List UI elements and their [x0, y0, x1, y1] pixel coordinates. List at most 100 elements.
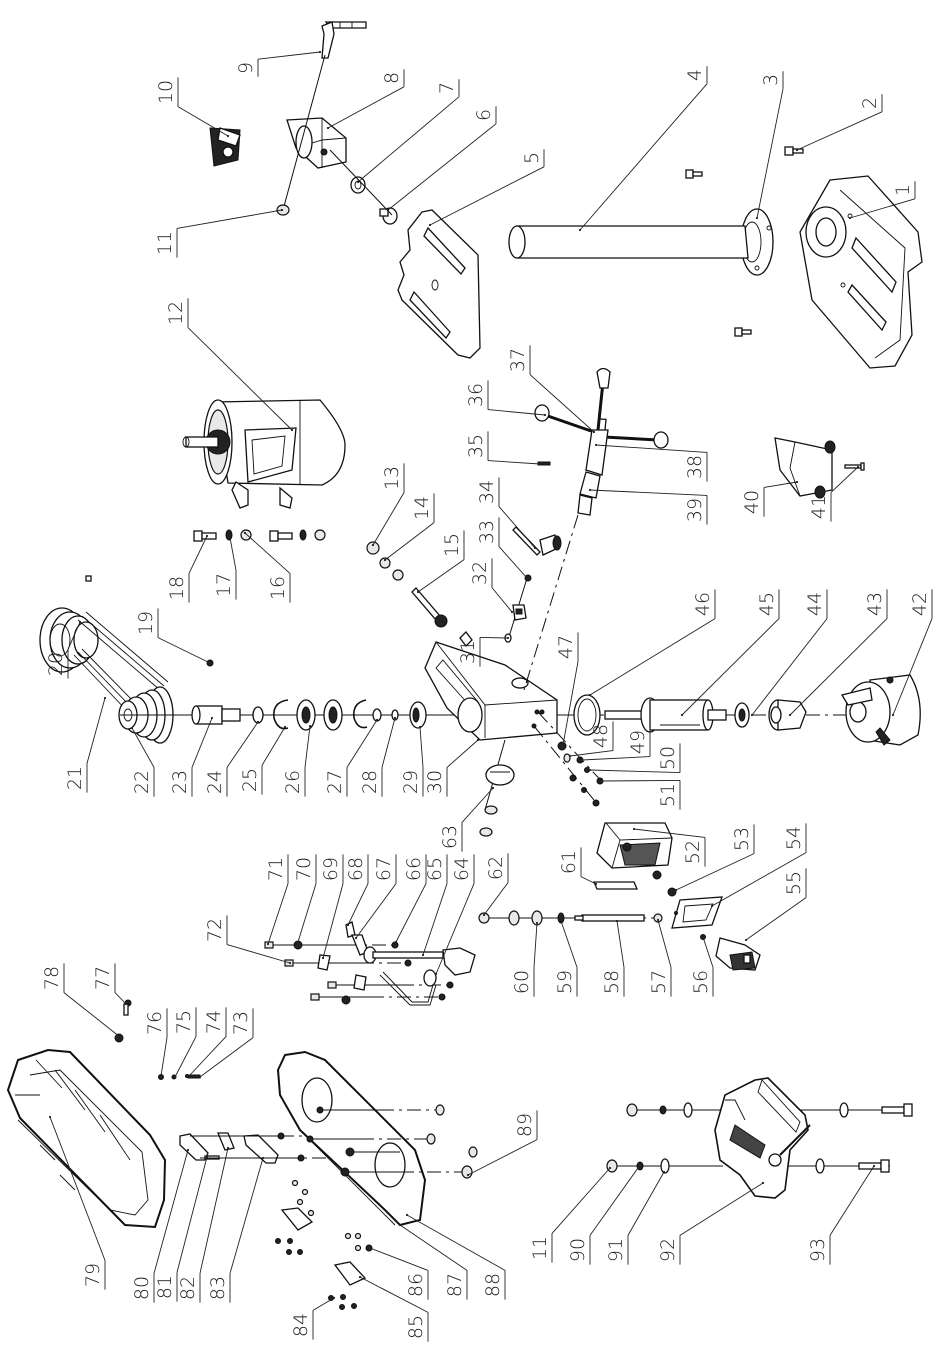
callout-number: 34: [476, 480, 498, 504]
callout-leader-line: [262, 727, 285, 765]
callout-anchor-dot: [789, 714, 791, 716]
part-4-column: [509, 226, 748, 258]
callout-leader-line: [313, 1298, 334, 1310]
part-32-block: [513, 605, 526, 620]
callout-anchor-dot: [174, 1076, 176, 1078]
callout-leader-line: [382, 718, 395, 767]
part-77-screw: [124, 1000, 131, 1015]
callout-3: 3: [756, 71, 783, 219]
callout-anchor-dot: [79, 621, 81, 623]
callout-number: 49: [627, 730, 649, 754]
callout-anchor-dot: [589, 694, 591, 696]
bolt-vise-top: [882, 1104, 912, 1116]
part-55-switch: [716, 938, 760, 970]
callout-11: 11: [154, 209, 283, 258]
part-29-bearing: [410, 702, 426, 728]
callout-number: 29: [400, 770, 422, 794]
part-85-plate-upper: [282, 1208, 312, 1230]
callout-2: 2: [796, 94, 882, 151]
callout-anchor-dot: [188, 1075, 190, 1077]
callout-61: 61: [558, 847, 597, 885]
callout-leader-line: [492, 588, 512, 612]
callout-anchor-dot: [595, 883, 597, 885]
callout-anchor-dot: [227, 135, 229, 137]
callout-40: 40: [741, 481, 798, 517]
callout-anchor-dot: [569, 755, 571, 757]
callout-number: 58: [601, 970, 623, 994]
callout-number: 55: [783, 871, 805, 895]
part-40-depth-stop: [775, 438, 835, 498]
callout-70: 70: [293, 854, 316, 943]
callout-anchor-dot: [206, 1156, 208, 1158]
callout-anchor-dot: [663, 1171, 665, 1173]
callout-leader-line: [499, 507, 535, 548]
callout-number: 1: [892, 184, 914, 196]
part-24-o-ring: [253, 707, 263, 723]
callout-anchor-dot: [581, 759, 583, 761]
part-80-hinge: [180, 1134, 208, 1160]
callout-anchor-dot: [849, 217, 851, 219]
callout-anchor-dot: [637, 1167, 639, 1169]
callout-number: 70: [293, 857, 315, 881]
callout-number: 45: [756, 592, 778, 616]
callout-number: 87: [444, 1273, 466, 1297]
part-85-plate-lower: [335, 1262, 365, 1285]
callout-number: 53: [731, 827, 753, 851]
callout-number: 78: [41, 966, 63, 990]
callout-68: 68: [345, 854, 368, 926]
callout-leader-line: [407, 1215, 505, 1270]
callout-number: 60: [511, 970, 533, 994]
callout-anchor-dot: [589, 489, 591, 491]
washer-vise-top-2: [684, 1103, 692, 1117]
callout-leader-line: [396, 884, 426, 942]
callout-leader-line: [468, 1140, 537, 1175]
callout-number: 31: [457, 640, 479, 664]
part-64-72-cable-assembly: [265, 922, 475, 1005]
callout-anchor-dot: [257, 721, 259, 723]
part-58-shaft: [575, 915, 644, 921]
callout-anchor-dot: [562, 744, 564, 746]
callout-anchor-dot: [369, 1247, 371, 1249]
callout-leader-line: [115, 993, 126, 1004]
callout-leader-line: [305, 726, 310, 767]
screw-52: [653, 871, 661, 879]
callout-anchor-dot: [633, 828, 635, 830]
callout-anchor-dot: [395, 941, 397, 943]
callout-leader-line: [590, 619, 715, 695]
callout-number: 63: [439, 825, 461, 849]
callout-leader-line: [484, 883, 508, 915]
callout-number: 61: [558, 850, 580, 874]
part-92-vise: [715, 1078, 810, 1198]
callout-number: 17: [213, 573, 235, 597]
callout-anchor-dot: [429, 224, 431, 226]
callout-number: 81: [154, 1275, 176, 1299]
callout-leader-line: [356, 884, 396, 938]
callout-leader-line: [192, 718, 212, 767]
callout-anchor-dot: [387, 209, 389, 211]
callout-leader-line: [87, 698, 105, 763]
callout-number: 38: [684, 455, 706, 479]
callout-number: 86: [405, 1273, 427, 1297]
callout-leader-line: [830, 1166, 874, 1235]
callout-anchor-dot: [355, 937, 357, 939]
part-47-nut: [558, 742, 566, 750]
callout-leader-line: [388, 124, 496, 210]
callout-51: 51: [601, 780, 680, 810]
callout-number: 64: [451, 857, 473, 881]
callout-number: 52: [682, 840, 704, 864]
callout-anchor-dot: [857, 466, 859, 468]
callout-38: 38: [595, 444, 707, 482]
callout-anchor-dot: [125, 1003, 127, 1005]
washer-vise-top-3: [840, 1103, 848, 1117]
callout-15: 15: [417, 530, 464, 593]
callout-72: 72: [204, 915, 291, 964]
callout-leader-line: [797, 112, 882, 150]
callout-anchor-dot: [539, 463, 541, 465]
callout-anchor-dot: [756, 217, 758, 219]
callout-89: 89: [467, 1110, 537, 1176]
part-42-chuck-guard: [842, 675, 920, 745]
callout-anchor-dot: [262, 1157, 264, 1159]
callout-number: 77: [92, 966, 114, 990]
callout-leader-line: [552, 1168, 610, 1233]
callout-anchor-dot: [244, 532, 246, 534]
